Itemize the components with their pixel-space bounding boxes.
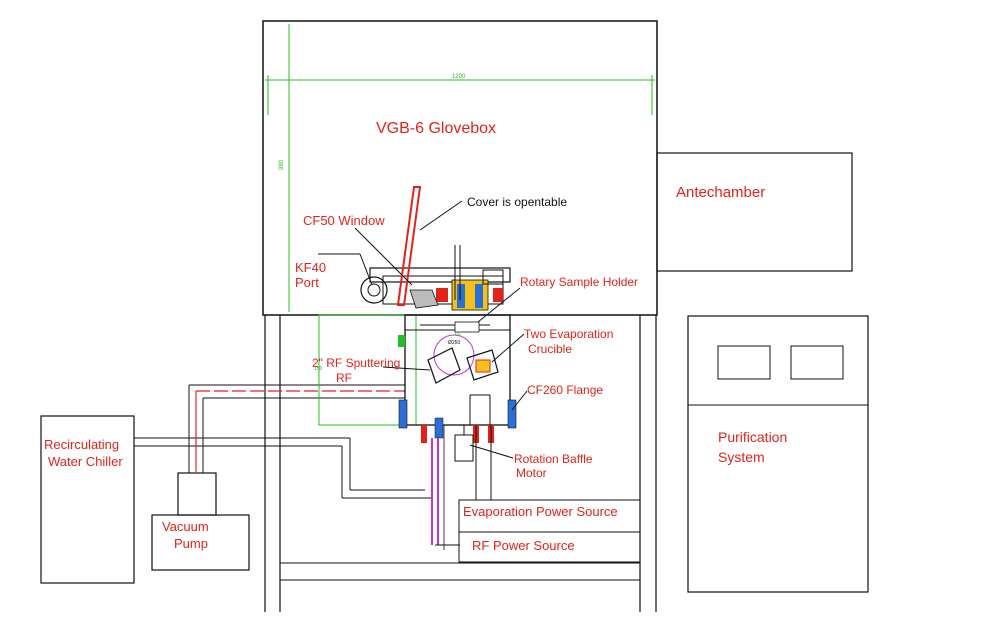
- dim-small-3: 150: [314, 366, 323, 372]
- purification-label-line1: Purification: [718, 429, 787, 445]
- evap-power-label: Evaporation Power Source: [463, 504, 618, 519]
- baffle-motor-label-line1: Rotation Baffle: [514, 452, 593, 466]
- antechamber-box: [656, 152, 853, 272]
- cover-label: Cover is opentable: [467, 195, 567, 209]
- pump-label-line1: Vacuum: [162, 519, 209, 534]
- chiller-label-line2: Water Chiller: [48, 454, 123, 469]
- rf-power-label: RF Power Source: [472, 538, 575, 553]
- purification-panel-right: [790, 345, 844, 380]
- cf260-label: CF260 Flange: [527, 383, 603, 397]
- height-dimension-label: 980: [279, 159, 285, 170]
- vacuum-pump-head: [177, 472, 217, 516]
- kf40-port: [360, 276, 388, 304]
- purification-system-box: [687, 315, 869, 593]
- kf40-label-line1: KF40: [295, 260, 326, 275]
- crucible-label-line1: Two Evaporation: [524, 327, 613, 341]
- chamber-lid: [369, 267, 511, 283]
- rf-power-source: [458, 531, 641, 563]
- dim-small-1: 65: [455, 332, 461, 338]
- rf-sputter-label-line2: RF: [336, 371, 352, 385]
- water-chiller-box: [40, 415, 135, 584]
- crucible-label-line2: Crucible: [528, 342, 572, 356]
- process-chamber: [404, 314, 511, 426]
- antechamber-label: Antechamber: [676, 184, 765, 201]
- chamber-outline: [318, 314, 417, 426]
- width-dimension-label: 1200: [452, 74, 466, 80]
- glovebox-title: VGB-6 Glovebox: [376, 120, 496, 137]
- chiller-label-line1: Recirculating: [44, 437, 119, 452]
- opentable-cover: [396, 186, 422, 306]
- purification-label-line2: System: [718, 449, 765, 465]
- rotary-holder-label: Rotary Sample Holder: [520, 275, 638, 289]
- baffle-motor: [454, 434, 474, 462]
- baffle-motor-label-line2: Motor: [516, 466, 547, 480]
- purification-panel-left: [717, 345, 771, 380]
- kf40-label-line2: Port: [295, 275, 319, 290]
- dim-small-2: Ø250: [448, 340, 460, 346]
- pump-label-line2: Pump: [174, 536, 208, 551]
- cf50-window-label: CF50 Window: [303, 213, 385, 228]
- rf-sputter-label-line1: 2" RF Sputtering: [312, 356, 400, 370]
